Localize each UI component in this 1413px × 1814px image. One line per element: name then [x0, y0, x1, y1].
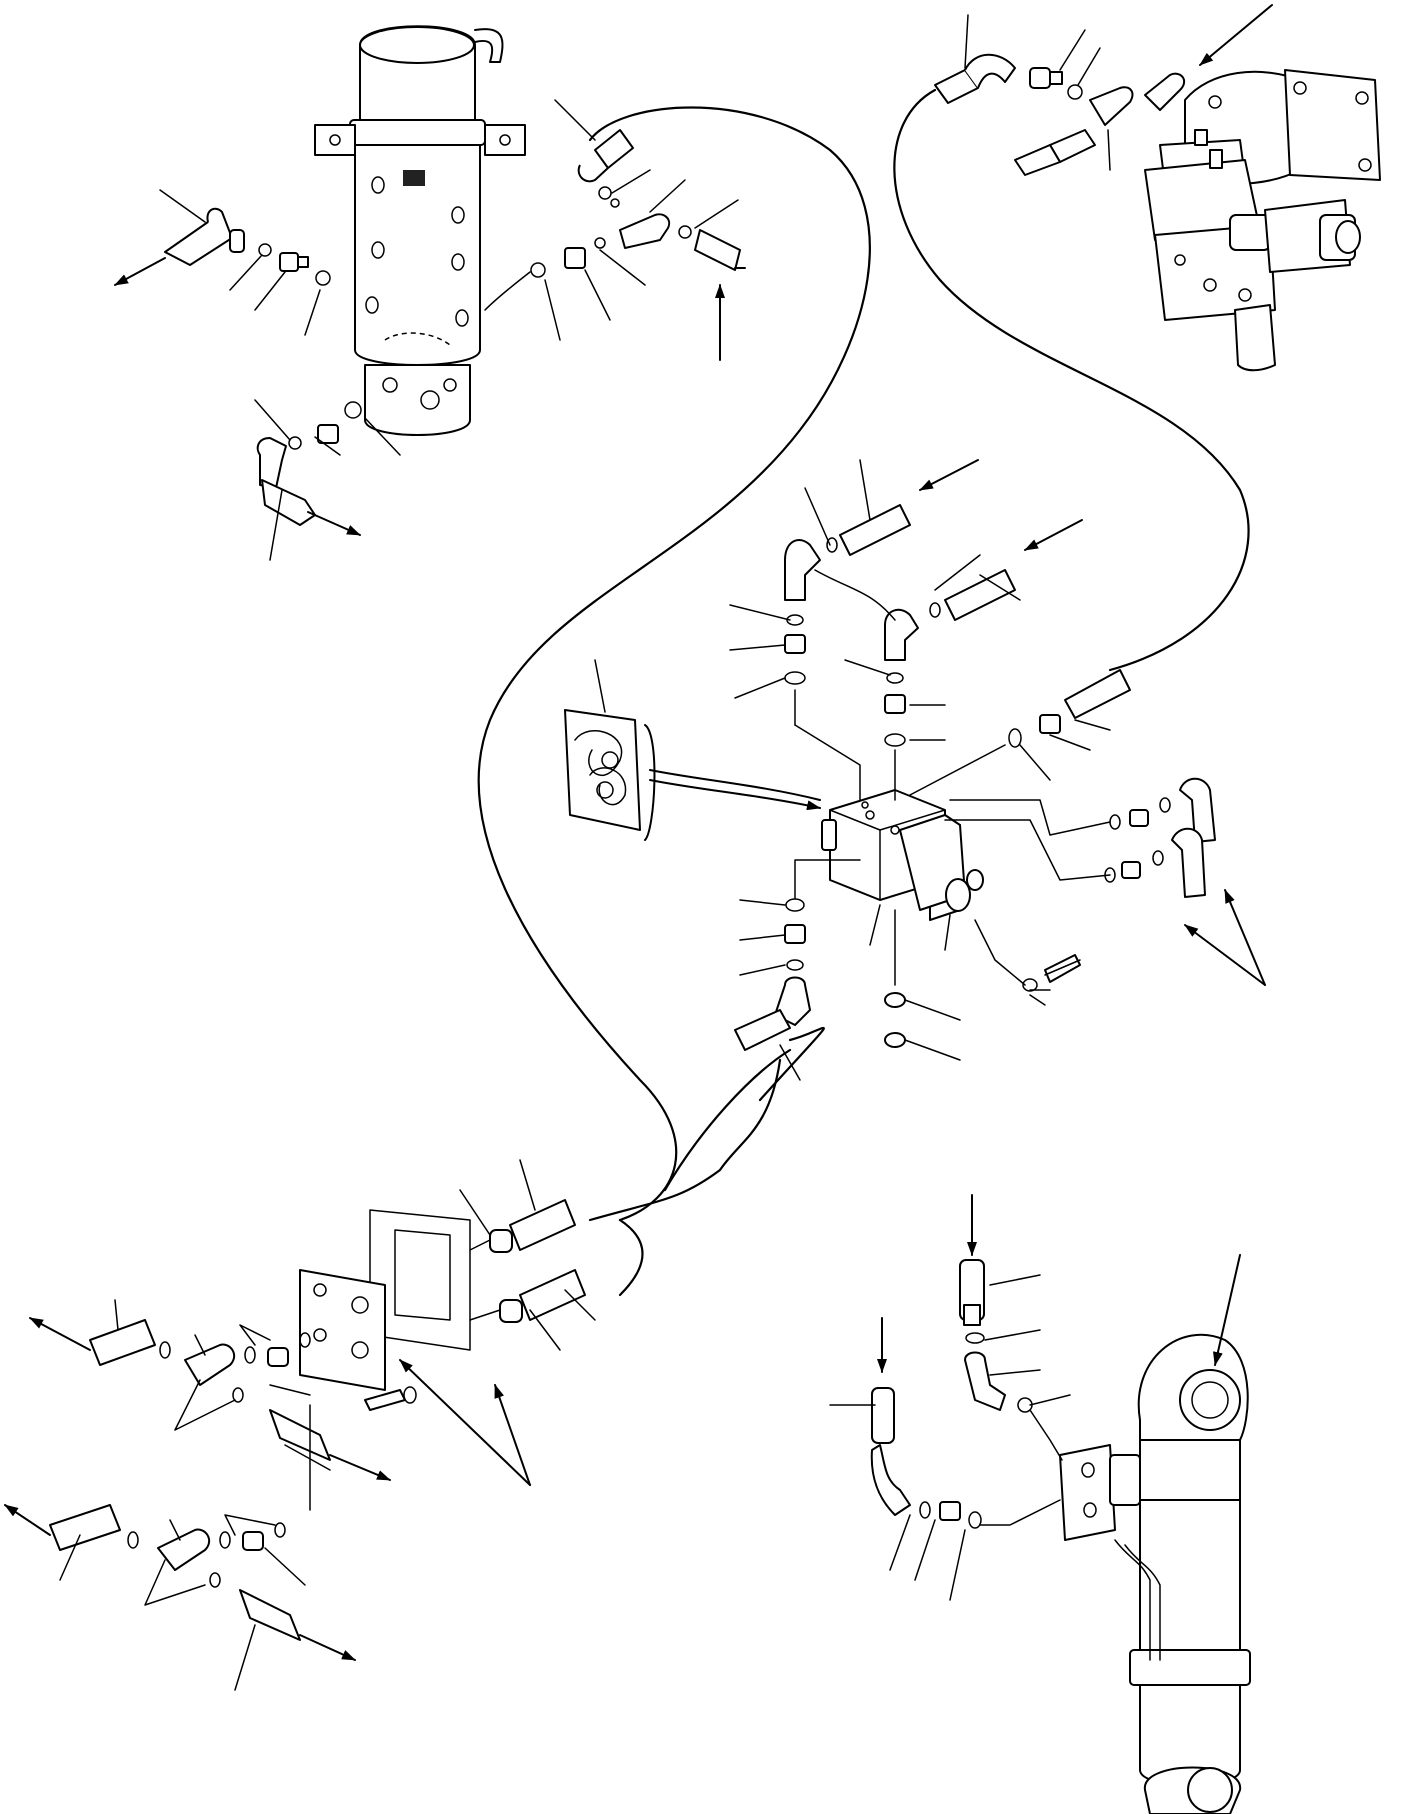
cylinder-fittings [829, 1194, 1071, 1601]
hoses [477, 88, 1250, 1297]
hydraulic-pump [1144, 4, 1381, 372]
valve-lower-fittings [734, 859, 1081, 1081]
swivel-bottom-fittings [254, 399, 401, 561]
bulkhead-fittings [459, 1159, 596, 1351]
valve-upper-fittings [729, 459, 1131, 801]
tee-fittings-lower [4, 1504, 356, 1691]
hydraulic-cylinder [1059, 1254, 1251, 1814]
caution-label-plate [564, 659, 821, 841]
tee-fittings-upper [29, 1299, 391, 1511]
solenoid-valve [821, 789, 984, 921]
swivel-left-fittings [114, 189, 331, 336]
swivel-joint [314, 25, 526, 436]
swivel-right-fittings [484, 99, 746, 361]
valve-right-fittings [944, 777, 1266, 986]
pump-fittings [934, 14, 1222, 176]
